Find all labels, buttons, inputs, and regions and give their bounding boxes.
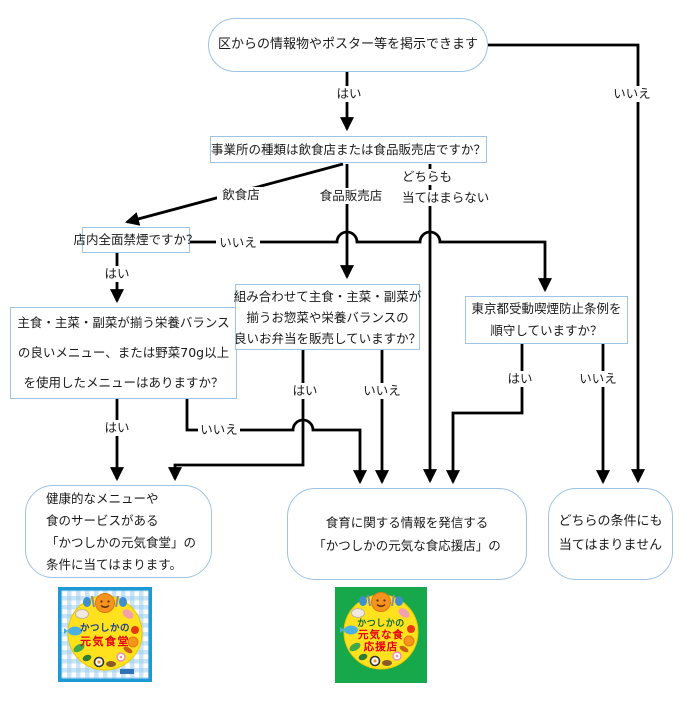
logo-ouen-text-bottom: 応援店 (363, 641, 399, 653)
fish-icon (68, 626, 82, 636)
node-business-type-text: 事業所の種類は飲食店または食品販売店ですか？ (211, 141, 487, 157)
smiley-icon (371, 592, 391, 612)
node-result-none: どちらの条件にも 当てはまりません (548, 488, 673, 580)
fork-icon (91, 595, 95, 608)
sausage-icon (123, 646, 133, 654)
edge-ordinance-yes (446, 344, 524, 485)
spinach-icon (82, 654, 92, 662)
node-result-ouen: 食育に関する情報を発信する 「かつしかの元気な食応援店」の (287, 488, 527, 580)
smiley-icon (95, 593, 115, 613)
logo-shokudo-text-top: かつしかの (79, 623, 130, 634)
fish-tail (64, 628, 68, 634)
food-ring (340, 592, 415, 667)
flag-icon-2 (395, 596, 403, 606)
node-smoke-free-text: 店内全面禁煙ですか？ (73, 232, 199, 248)
naruto-swirl (119, 655, 123, 659)
node-start: 区からの情報物やポスター等を掲示できます (208, 18, 488, 72)
edge-label-neither-2: 当てはまらない (402, 190, 490, 206)
edge-label-bento-yes: はい (288, 383, 322, 399)
edge-label-bento-no: いいえ (360, 383, 404, 399)
orange-icon (403, 635, 415, 647)
bento-line2: 揃うお惣菜や栄養バランスの (246, 309, 409, 325)
edge-label-ordinance-no: いいえ (576, 371, 620, 387)
food-ring (64, 593, 139, 668)
leaf-icon (349, 642, 361, 652)
flag-icon-2 (119, 597, 127, 607)
bento-line3: 良いお弁当を販売していますか？ (233, 330, 422, 346)
logo-ouen-ten: かつしかの 元気な食 応援店 (335, 587, 427, 683)
result-shokudo-line2: 食のサービスがある (46, 512, 159, 528)
result-none-line2: 当てはまりません (558, 538, 663, 553)
node-start-text: 区からの情報物やポスター等を掲示できます (217, 36, 478, 52)
result-none-line1: どちらの条件にも (558, 514, 663, 529)
tomato-icon (407, 625, 415, 633)
bento-line1: 組み合わせて主食・主菜・副菜が (233, 288, 422, 304)
spinach-icon (358, 653, 368, 661)
edge-smoke-no (190, 230, 552, 293)
genki-shokudo-badge (58, 587, 152, 682)
edge-label-neither-1: どちらも (402, 169, 462, 185)
edge-bento-yes (168, 350, 305, 482)
smiley-eye-right (107, 600, 110, 603)
result-ouen-line1: 食育に関する情報を発信する (325, 515, 489, 530)
node-smoke-free: 店内全面禁煙ですか？ (74, 227, 199, 253)
node-ordinance: 東京都受動喫煙防止条例を 順守していますか？ (465, 296, 628, 344)
edge-label-smoke-no: いいえ (216, 235, 260, 251)
node-result-shokudo: 健康的なメニューや 食のサービスがある 「かつしかの元気食堂」の 条件に当てはま… (25, 485, 212, 578)
logo-shokudo-text-bottom: 元気食堂 (80, 635, 130, 648)
ordinance-line1: 東京都受動喫煙防止条例を (471, 301, 622, 316)
rice-plate-icon (351, 608, 365, 618)
smiley-eye-right (383, 599, 386, 602)
node-bento: 組み合わせて主食・主菜・副菜が 揃うお惣菜や栄養バランスの 良いお弁当を販売して… (233, 284, 422, 350)
edge-menu-no (185, 399, 367, 485)
flag-icon (83, 597, 91, 607)
logo-ouen-text-middle: 元気な食 (358, 629, 404, 641)
edge-label-start-no: いいえ (610, 86, 654, 102)
fish-tail (340, 627, 344, 633)
naruto-swirl (395, 654, 399, 658)
ham-icon (398, 608, 410, 618)
logo-ouen-text-top: かつしかの (357, 619, 405, 629)
node-balanced-menu: 主食・主菜・副菜が揃う栄養バランス の良いメニュー、または野菜70g以上 を使用… (10, 307, 237, 399)
edge-label-start-yes: はい (331, 86, 367, 102)
ordinance-line2: 順守していますか？ (490, 323, 603, 338)
logo-genki-shokudo: かつしかの 元気食堂 (58, 587, 152, 682)
ham-icon (122, 609, 134, 619)
sushi-center (373, 659, 377, 663)
smiley-smile (100, 604, 110, 608)
edge-label-ordinance-yes: はい (503, 371, 537, 387)
smiley-eye-left (100, 600, 103, 603)
mini-credit-mark (120, 669, 134, 674)
edge-label-restaurant: 飲食店 (217, 187, 265, 203)
result-ouen-line2: 「かつしかの元気な食応援店」の (313, 538, 501, 553)
result-shokudo-line3: 「かつしかの元気食堂」の (46, 534, 197, 550)
rice-plate-icon (75, 609, 89, 619)
sushi-center (97, 660, 101, 664)
mushroom-icon (382, 660, 392, 666)
balanced-menu-line3: を使用したメニューはありますか？ (23, 375, 224, 390)
edge-label-menu-no: いいえ (198, 422, 240, 438)
smiley-eye-left (376, 599, 379, 602)
balanced-menu-line1: 主食・主菜・副菜が揃う栄養バランス (17, 315, 230, 330)
knife-icon (391, 594, 395, 607)
fork-icon (367, 594, 371, 607)
edge-label-smoke-yes: はい (100, 266, 134, 282)
node-business-type: 事業所の種類は飲食店または食品販売店ですか？ (210, 136, 487, 163)
leaf-icon (73, 643, 85, 653)
result-shokudo-line1: 健康的なメニューや (46, 490, 159, 506)
knife-icon (115, 595, 119, 608)
orange-icon (127, 636, 139, 648)
edge-start-no (488, 43, 645, 484)
tomato-icon (131, 626, 139, 634)
flag-icon (359, 596, 367, 606)
mushroom-icon (106, 661, 116, 667)
sausage-icon (399, 645, 409, 653)
edge-label-menu-yes: はい (100, 420, 134, 436)
smiley-smile (376, 603, 386, 607)
fish-icon (344, 625, 358, 635)
edge-label-foodshop: 食品販売店 (317, 188, 385, 204)
ouen-ten-badge (335, 587, 427, 683)
result-shokudo-line4: 条件に当てはまります。 (46, 556, 183, 572)
balanced-menu-line2: の良いメニュー、または野菜70g以上 (17, 345, 230, 360)
